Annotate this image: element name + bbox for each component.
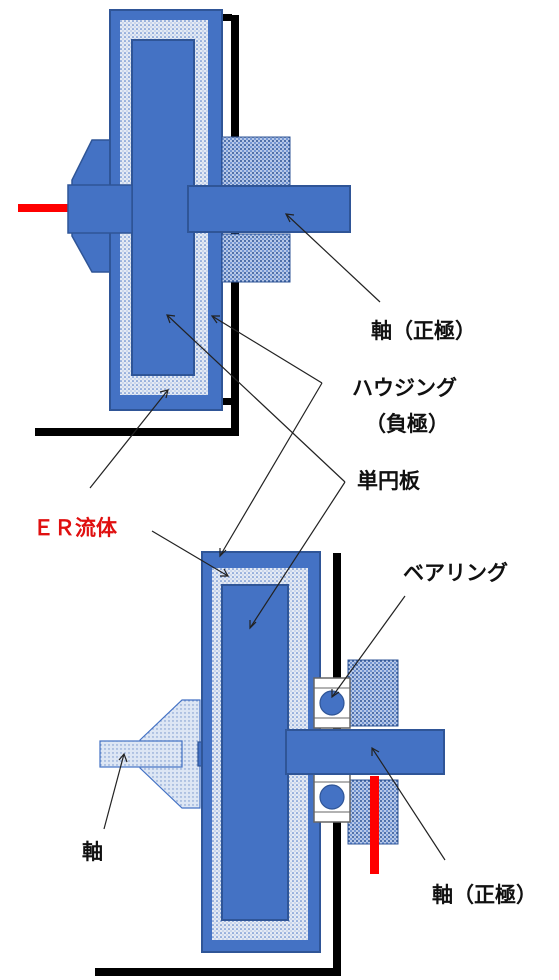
- label-shaft-bottom: 軸: [82, 840, 103, 864]
- label-bearing: ベアリング: [403, 561, 508, 585]
- leader-disc-bottom: [249, 481, 346, 629]
- bottom-disc: [221, 584, 289, 921]
- leader-housing-bottom: [219, 382, 323, 557]
- top-coil-lower: [221, 233, 291, 283]
- bottom-coil-upper: [347, 659, 399, 727]
- top-coil-upper: [221, 136, 291, 188]
- top-shaft-right: [187, 185, 351, 233]
- leader-er-top: [89, 389, 169, 489]
- bottom-bearing-ball-lower: [319, 784, 345, 810]
- bottom-assembly: [95, 551, 445, 976]
- leader-housing-top: [211, 315, 323, 384]
- label-shaft-positive-top: 軸（正極）: [371, 319, 476, 343]
- leader-disc-top: [166, 314, 346, 483]
- leader-lines: [89, 213, 446, 861]
- label-single-disc: 単円板: [357, 469, 420, 493]
- leader-bearing: [331, 595, 406, 698]
- top-electrode-red: [18, 204, 74, 212]
- bottom-electrode-red: [370, 776, 379, 874]
- leader-shaft-bottom-positive: [371, 747, 446, 861]
- leader-shaft-bottom: [103, 753, 125, 830]
- top-shaft-left: [67, 184, 133, 234]
- label-housing-line2: （負極）: [365, 412, 449, 436]
- leader-shaft-top: [285, 213, 381, 303]
- bottom-shaft-left: [99, 740, 183, 768]
- top-disc: [131, 39, 195, 376]
- leader-er-bottom: [151, 530, 229, 577]
- label-shaft-positive-bottom: 軸（正極）: [432, 883, 537, 907]
- label-housing-line1: ハウジング: [352, 376, 457, 400]
- label-er-fluid: ＥＲ流体: [33, 516, 117, 540]
- bottom-shaft-right: [285, 729, 445, 775]
- top-assembly: [18, 9, 351, 436]
